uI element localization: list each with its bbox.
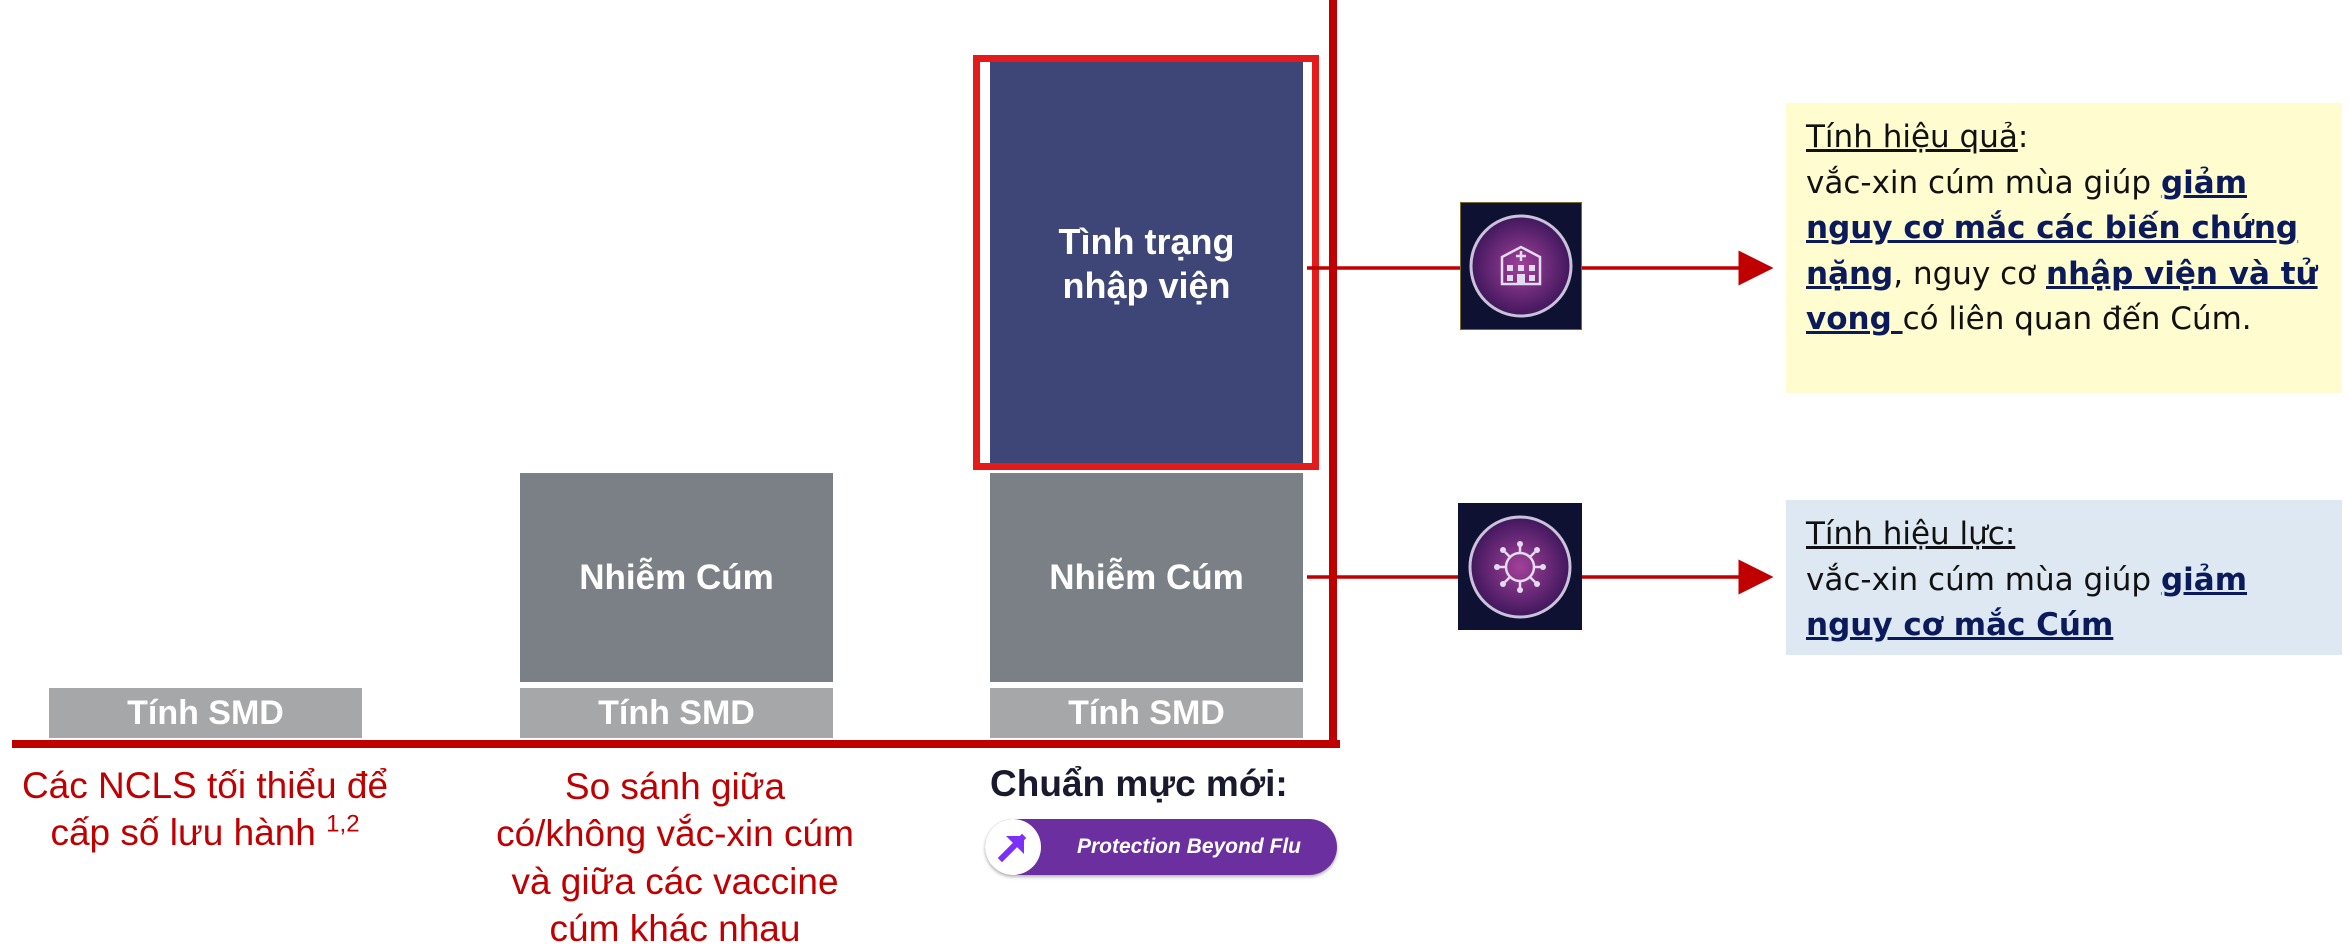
effectiveness-text-1: vắc-xin cúm mùa giúp [1806, 164, 2161, 201]
effectiveness-title: Tính hiệu quả [1806, 119, 2018, 155]
badge-text: Protection Beyond Flu [1076, 835, 1301, 858]
column3-hospitalization-label: Tình trạng nhập viện [1058, 221, 1235, 306]
new-standard-heading: Chuẩn mực mới: [990, 763, 1288, 804]
efficacy-title: Tính hiệu lực: [1806, 516, 2016, 552]
effectiveness-text-2: nguy cơ [1912, 255, 2047, 292]
effectiveness-comma: , [1893, 255, 1904, 292]
hospital-icon-tile [1460, 202, 1582, 330]
effectiveness-text-3: có liên quan đến Cúm. [1902, 301, 2252, 338]
effectiveness-note: Tính hiệu quả: vắc-xin cúm mùa giúp giảm … [1786, 103, 2342, 393]
column3-infection-label: Nhiễm Cúm [1049, 557, 1244, 597]
protection-beyond-flu-badge: Protection Beyond Flu [985, 819, 1337, 875]
column1-caption-text: Các NCLS tối thiểu để cấp số lưu hành [21, 765, 389, 854]
column1-caption: Các NCLS tối thiểu để cấp số lưu hành 1,… [0, 762, 420, 857]
vertical-divider [1329, 0, 1337, 748]
hospital-icon [1469, 214, 1573, 318]
column3-smd-block: Tính SMD [990, 688, 1303, 738]
baseline [12, 740, 1340, 748]
column1-smd-block: Tính SMD [49, 688, 362, 738]
effectiveness-highlight-complications: giảm nguy cơ mắc các biến chứng nặng [1806, 164, 2299, 292]
virus-icon-tile [1458, 503, 1582, 630]
column2-infection-label: Nhiễm Cúm [579, 557, 774, 597]
column2-caption: So sánh giữa có/không vắc-xin cúm và giữ… [496, 766, 854, 950]
efficacy-text-1: vắc-xin cúm mùa giúp [1806, 561, 2161, 598]
virus-icon [1468, 515, 1572, 618]
column1-smd-label: Tính SMD [127, 693, 284, 732]
column3-smd-label: Tính SMD [1068, 693, 1225, 732]
column2-infection-block: Nhiễm Cúm [520, 473, 833, 682]
badge-logo-circle [985, 819, 1041, 875]
column2-smd-block: Tính SMD [520, 688, 833, 738]
column3-infection-block: Nhiễm Cúm [990, 473, 1303, 682]
effectiveness-highlight-hospitalization: nhập viện và tử vong [1806, 255, 2318, 338]
efficacy-note: Tính hiệu lực: vắc-xin cúm mùa giúp giảm … [1786, 500, 2342, 655]
column2-smd-label: Tính SMD [598, 693, 755, 732]
column1-caption-reference: 1,2 [326, 811, 360, 839]
column3-hospitalization-block: Tình trạng nhập viện [990, 60, 1303, 468]
effectiveness-title-colon: : [2017, 119, 2029, 155]
efficacy-highlight: giảm nguy cơ mắc Cúm [1806, 561, 2247, 644]
arrow-up-right-icon [997, 833, 1027, 863]
hospitalization-highlight-frame [973, 55, 1319, 470]
